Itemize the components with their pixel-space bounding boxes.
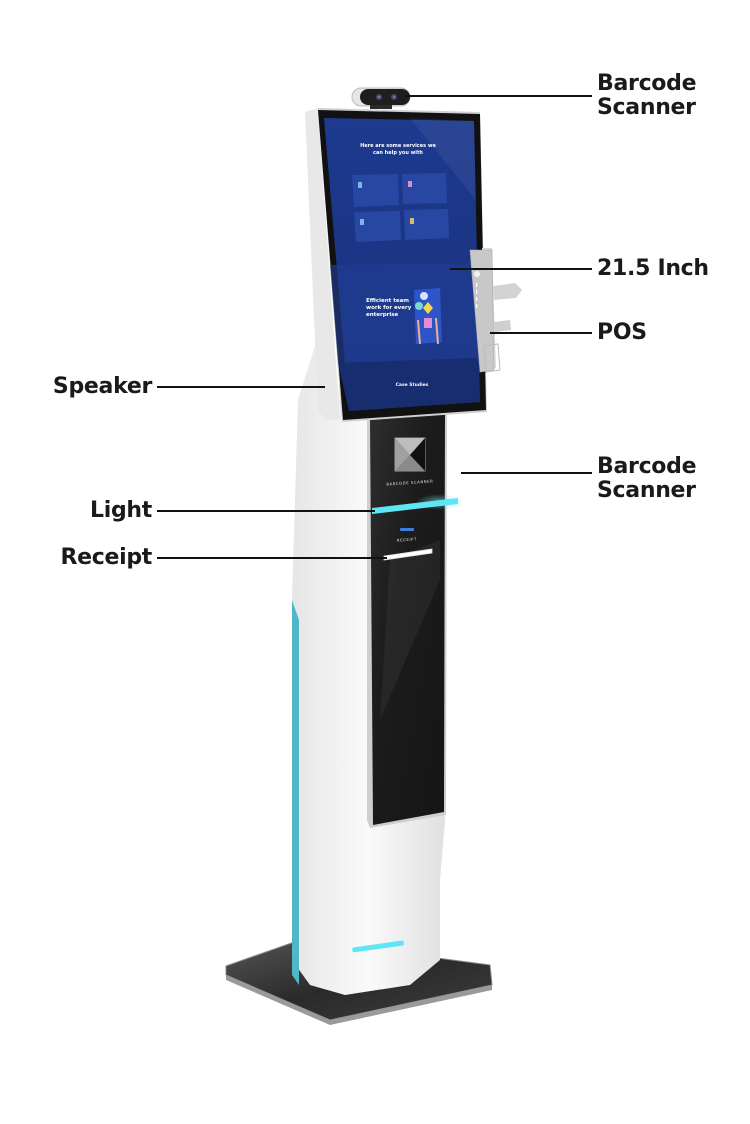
screen-heading-1: Here are some services we bbox=[360, 143, 436, 149]
screen-heading-2: can help you with bbox=[373, 150, 423, 156]
callout-barcode-scanner-mid: Barcode Scanner bbox=[597, 454, 697, 503]
callout-text: Barcode bbox=[597, 71, 697, 96]
leader-screen-size bbox=[450, 268, 592, 270]
leader-light bbox=[157, 510, 375, 512]
callout-text: Scanner bbox=[597, 478, 696, 503]
callout-text: 21.5 Inch bbox=[597, 256, 709, 281]
bottom-light-icon bbox=[352, 940, 404, 953]
callout-speaker: Speaker bbox=[53, 375, 152, 399]
monitor bbox=[305, 108, 487, 422]
service-cards bbox=[352, 173, 449, 242]
leader-barcode-mid bbox=[461, 472, 592, 474]
callout-light: Light bbox=[90, 499, 152, 523]
callout-pos: POS bbox=[597, 321, 647, 345]
receipt-indicator-icon bbox=[400, 528, 414, 531]
status-light-strip bbox=[372, 494, 464, 514]
callout-receipt: Receipt bbox=[60, 546, 152, 570]
callout-text: Barcode bbox=[597, 454, 697, 479]
leader-pos bbox=[490, 332, 592, 334]
screen-case-studies: Case Studies bbox=[396, 382, 429, 388]
cyan-accent-strip bbox=[292, 600, 299, 985]
callout-barcode-scanner-top: Barcode Scanner bbox=[597, 71, 697, 120]
callout-text: Receipt bbox=[60, 545, 152, 570]
top-barcode-scanner-icon bbox=[351, 87, 411, 109]
leader-receipt bbox=[157, 557, 387, 559]
callout-text: Scanner bbox=[597, 95, 696, 120]
callout-text: Speaker bbox=[52, 374, 152, 399]
screen-section-title-2: work for every bbox=[366, 305, 412, 311]
front-panel bbox=[367, 412, 464, 828]
callout-text: POS bbox=[597, 320, 647, 345]
screen-section-title-3: enterprise bbox=[366, 312, 399, 318]
leader-barcode-top bbox=[405, 95, 592, 97]
pos-terminal-icon bbox=[469, 248, 522, 373]
screen-illustration-icon bbox=[414, 288, 442, 345]
callout-text: Light bbox=[90, 498, 152, 523]
leader-speaker bbox=[157, 386, 325, 388]
callout-screen-size: 21.5 Inch bbox=[597, 257, 709, 281]
barcode-scanner-window-icon bbox=[394, 437, 426, 472]
panel-receipt-label: RECEIPT bbox=[397, 536, 417, 542]
panel-scanner-label: BARCODE SCANNER bbox=[386, 478, 433, 486]
screen-section-title-1: Efficient team bbox=[366, 298, 409, 304]
